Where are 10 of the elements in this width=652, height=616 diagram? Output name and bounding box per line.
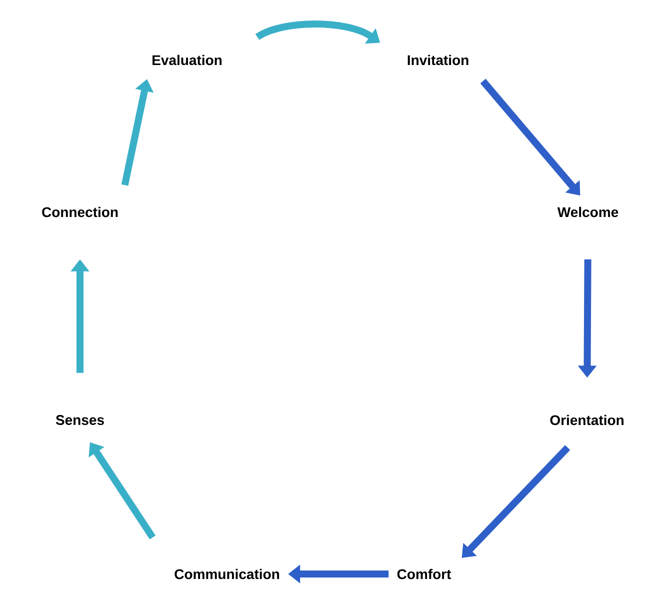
step-label: Senses (56, 415, 104, 425)
step-label: Orientation (550, 414, 624, 426)
step-label: Comfort (397, 568, 452, 580)
step-label: Welcome (557, 206, 618, 218)
step-label: Evaluation (152, 54, 222, 66)
step-label: Communication (174, 568, 280, 580)
step-label: Invitation (408, 54, 468, 66)
step-label: Connection (42, 206, 118, 218)
arrow (480, 78, 580, 196)
arrow (462, 445, 570, 558)
